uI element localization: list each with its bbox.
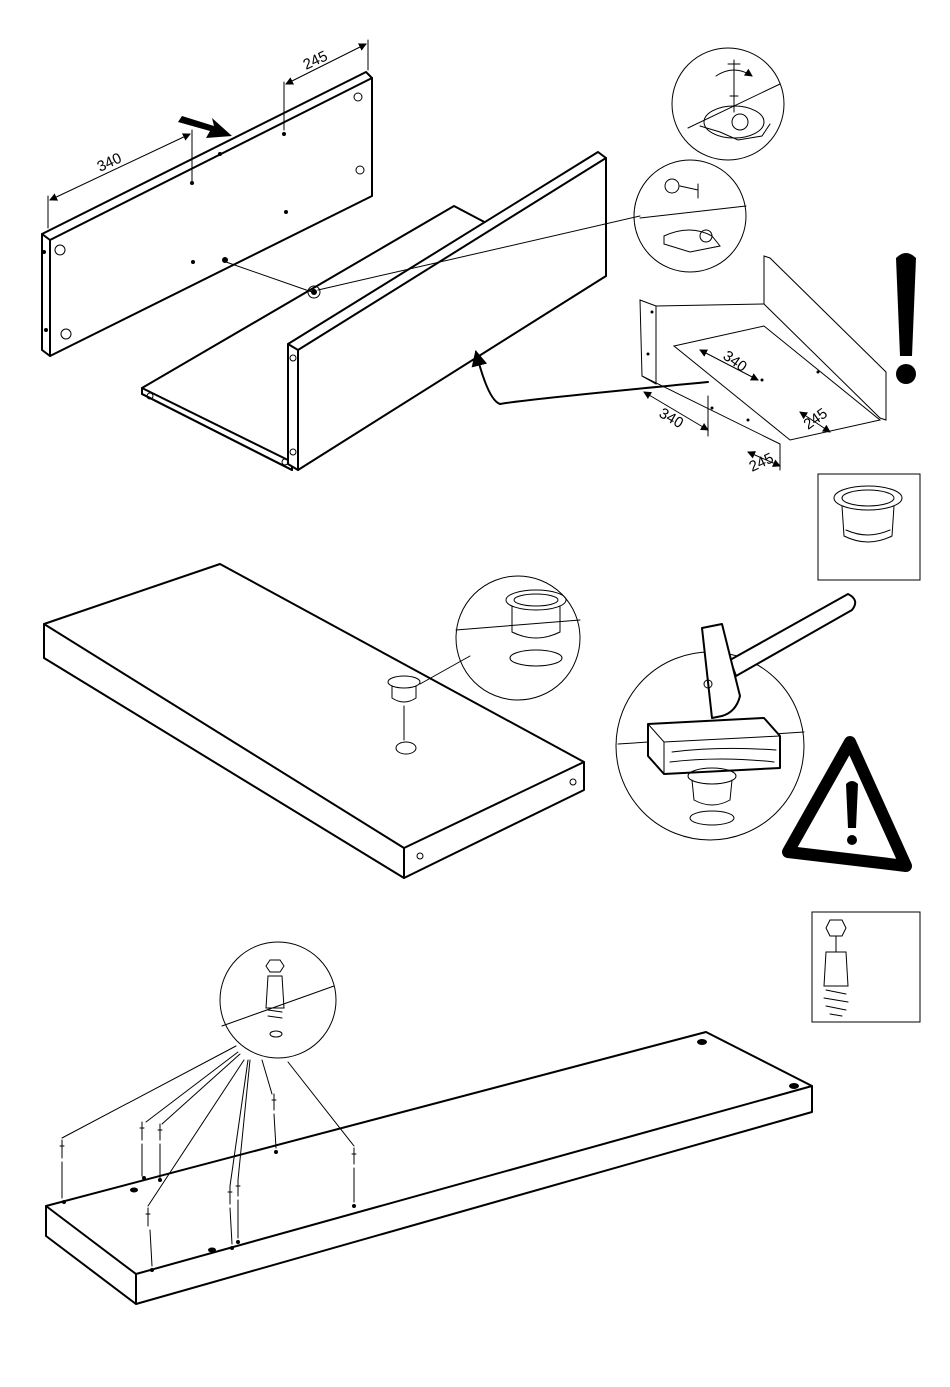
detail-cam-bolt-screw — [220, 942, 336, 1058]
bushing-part-thumbnail — [818, 474, 920, 580]
shelf-board — [44, 564, 584, 878]
dim-label-340-c: 340 — [656, 405, 686, 432]
reference-box-drawing: 340 340 245 245 — [640, 256, 886, 476]
dim-label-340-b: 340 — [720, 347, 750, 375]
detail-cam-bolt-insert — [634, 160, 746, 272]
insertion-arrow — [178, 116, 232, 138]
detail-cam-lock-tighten — [672, 48, 784, 160]
placement-arrow — [476, 352, 708, 404]
warning-triangle-icon — [788, 742, 906, 866]
detail-bushing-insert — [456, 576, 580, 700]
cam-bolt-part-thumbnail — [812, 912, 920, 1022]
exclamation-icon — [896, 253, 916, 384]
dim-label-245: 245 — [301, 48, 331, 74]
step-1-group: 340 245 — [42, 40, 916, 476]
step-2-group — [44, 564, 906, 878]
long-board — [46, 1032, 812, 1304]
step-3-group — [46, 942, 812, 1304]
dim-label-340: 340 — [95, 150, 125, 176]
